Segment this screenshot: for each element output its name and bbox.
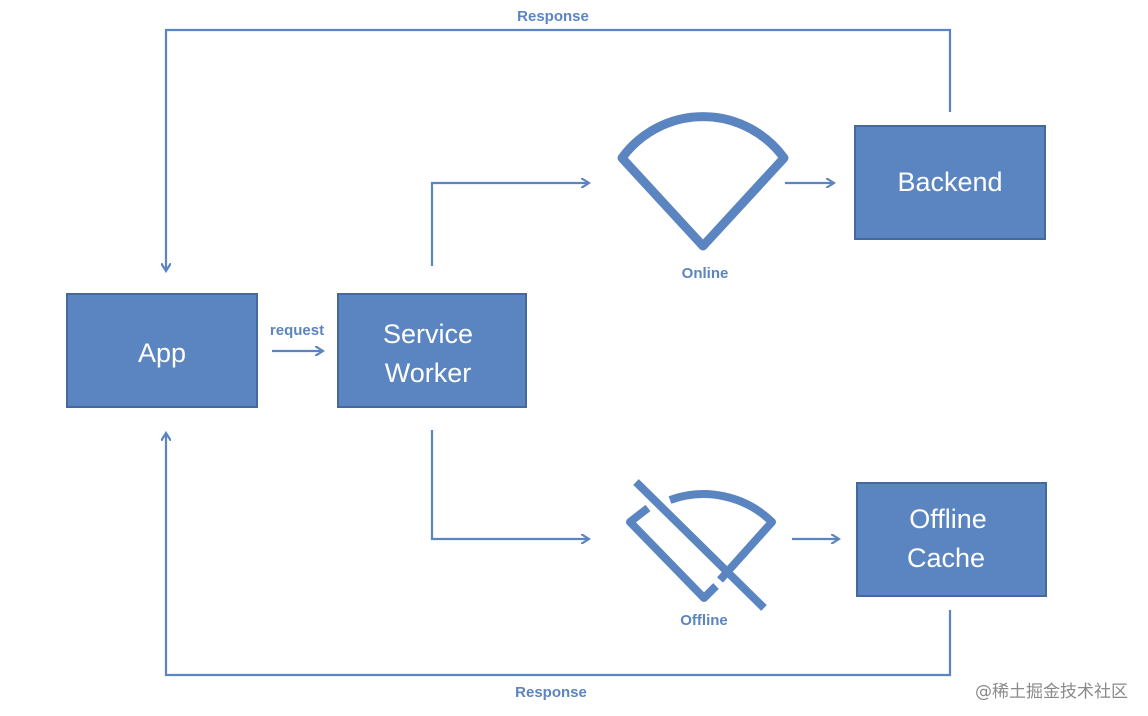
app-node: App [66,293,258,408]
response-top-label: Response [517,8,589,25]
backend-node: Backend [854,125,1046,240]
wifi-icon [617,112,789,251]
watermark: @稀土掘金技术社区 [975,682,1128,702]
service-worker-node: Service Worker [337,293,527,408]
response-top-connector [166,28,952,270]
response-bottom-connector [166,434,952,677]
request-label: request [270,322,324,339]
offline-route-connector [430,430,588,539]
service-worker-label-line2: Worker [385,358,472,388]
online-route-connector [430,183,588,266]
app-label: App [138,338,186,368]
online-label: Online [682,265,729,282]
service-worker-label-line1: Service [383,319,473,349]
offline-cache-node: Offline Cache [856,482,1047,597]
offline-cache-label-line1: Offline [909,504,987,534]
response-bottom-label: Response [515,684,587,701]
offline-cache-label-line2: Cache [907,543,985,573]
offline-label: Offline [680,612,728,629]
backend-label: Backend [897,167,1002,197]
wifi-off-icon [626,479,776,611]
